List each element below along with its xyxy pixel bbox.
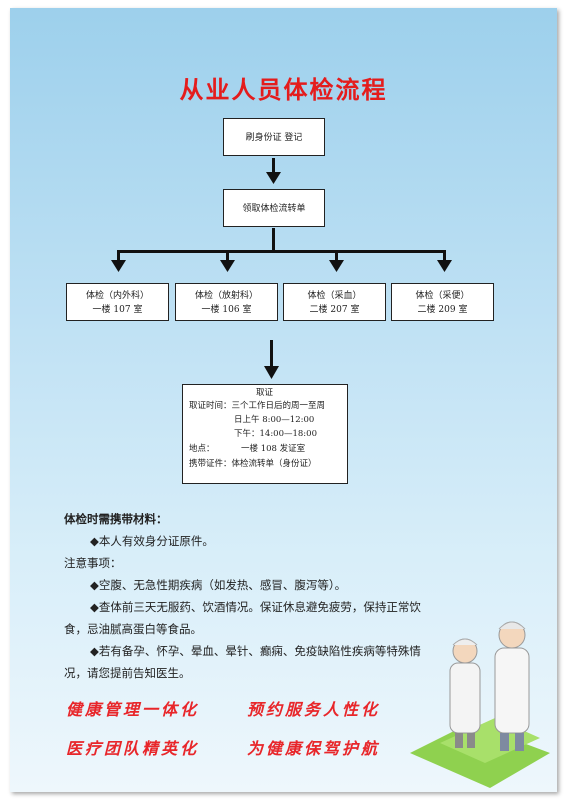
pickup-box: 取证 取证时间：三个工作日后的周一至周 日上午 8:00—12:00 下午：14… <box>182 384 348 484</box>
arrow-down-icon <box>329 260 344 272</box>
exam-room: 二楼 207 室 <box>309 305 360 315</box>
notes-section: 体检时需携带材料： ◆本人有效身分证原件。 注意事项： ◆空腹、无急性期疾病（如… <box>64 508 514 684</box>
branch-stem <box>272 228 275 252</box>
exam-name: 体检（内外科） <box>85 291 149 301</box>
branch-drop <box>226 250 229 260</box>
attention-heading: 注意事项： <box>64 556 122 570</box>
arrow-down-icon <box>437 260 452 272</box>
exam-name: 体检（放射科） <box>194 291 258 301</box>
slogan: 医疗团队精英化 <box>66 739 200 758</box>
notes-heading: 体检时需携带材料： <box>64 512 168 526</box>
pickup-content: 取证 取证时间：三个工作日后的周一至周 日上午 8:00—12:00 下午：14… <box>183 385 347 483</box>
arrow-down-icon <box>264 366 279 379</box>
arrow-down-icon <box>266 172 281 184</box>
branch-drop <box>335 250 338 260</box>
exam-box-blood: 体检（采血） 二楼 207 室 <box>283 283 386 321</box>
arrow-down-icon <box>111 260 126 272</box>
branch-drop <box>443 250 446 260</box>
pickup-morning: 日上午 8:00—12:00 <box>234 415 315 425</box>
branch-drop <box>117 250 120 260</box>
slogan: 预约服务人性化 <box>247 700 381 719</box>
note-item: ◆本人有效身分证原件。 <box>90 534 214 548</box>
pickup-time: 取证时间：三个工作日后的周一至周 <box>189 401 326 411</box>
note-item: ◆查体前三天无服药、饮酒情况。保证休息避免疲劳，保持正常饮 <box>90 600 421 614</box>
exam-name: 体检（采血） <box>307 291 362 301</box>
arrow-down-icon <box>220 260 235 272</box>
exam-box-stool: 体检（采便） 二楼 209 室 <box>391 283 494 321</box>
note-item-continued: 况，请您提前告知医生。 <box>64 666 191 680</box>
page-title: 从业人员体检流程 <box>179 76 388 104</box>
arrow-line <box>272 158 275 174</box>
pickup-place: 一楼 108 发证室 <box>241 444 306 454</box>
step-form-label: 领取体检流转单 <box>242 204 306 214</box>
note-item: ◆空腹、无急性期疾病（如发热、感冒、腹泻等）。 <box>90 578 347 592</box>
slogan: 健康管理一体化 <box>66 700 200 719</box>
pickup-afternoon: 下午：14:00—18:00 <box>234 429 317 439</box>
exam-name: 体检（采便） <box>415 291 470 301</box>
exam-room: 一楼 106 室 <box>201 305 252 315</box>
pickup-carry: 携带证件：体检流转单（身份证） <box>189 459 317 469</box>
step-register-label: 刷身份证 登记 <box>245 133 303 143</box>
poster: 从业人员体检流程 刷身份证 登记 领取体检流转单 体检（内外科） 一楼 107 … <box>10 8 557 792</box>
arrow-line <box>270 340 273 368</box>
exam-box-internal: 体检（内外科） 一楼 107 室 <box>66 283 169 321</box>
step-register-box: 刷身份证 登记 <box>223 118 325 156</box>
exam-box-radiology: 体检（放射科） 一楼 106 室 <box>175 283 278 321</box>
slogan: 为健康保驾护航 <box>247 739 381 758</box>
pickup-heading: 取证 <box>256 388 274 398</box>
branch-bar <box>117 250 446 253</box>
step-form-box: 领取体检流转单 <box>223 189 325 227</box>
note-item: ◆若有备孕、怀孕、晕血、晕针、癫痫、免疫缺陷性疾病等特殊情 <box>90 644 421 658</box>
note-item-continued: 食，忌油腻高蛋白等食品。 <box>64 622 202 636</box>
exam-room: 一楼 107 室 <box>92 305 143 315</box>
doctors-illustration-icon <box>410 621 550 788</box>
pickup-place-label: 地点： <box>189 444 215 454</box>
exam-room: 二楼 209 室 <box>417 305 468 315</box>
